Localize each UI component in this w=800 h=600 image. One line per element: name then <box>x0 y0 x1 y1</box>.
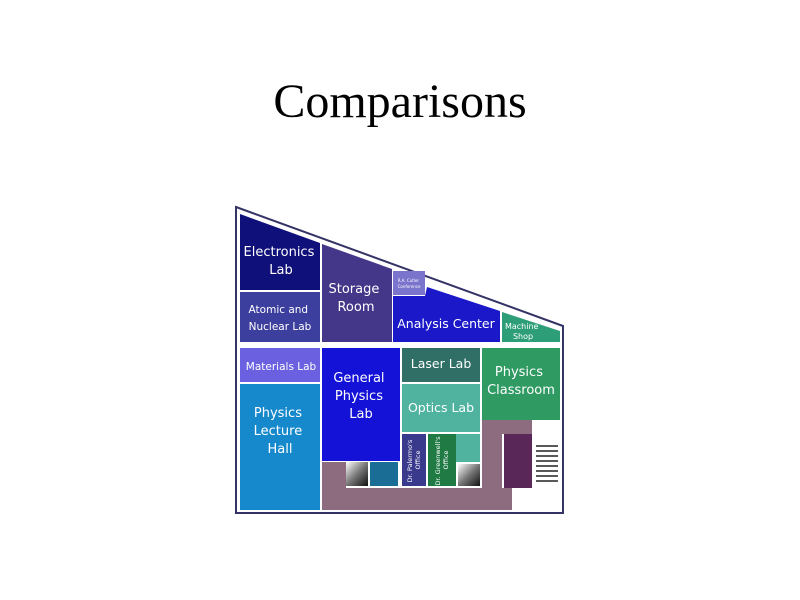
slide-title: Comparisons <box>273 75 527 128</box>
label-office-a: Dr. Palermo's Office <box>406 438 422 483</box>
label-physics-lecture-hall: Physics Lecture Hall <box>254 406 307 457</box>
room-physics-lecture-hall[interactable] <box>240 384 320 510</box>
room-office-b[interactable] <box>428 434 456 486</box>
room-analysis-center[interactable] <box>393 287 500 342</box>
room-small-office[interactable] <box>393 271 425 295</box>
label-general-physics-lab: General Physics Lab <box>333 371 388 422</box>
room-materials-lab[interactable] <box>240 348 320 382</box>
label-atomic-nuclear-lab: Atomic and Nuclear Lab <box>249 304 312 333</box>
stairwell-right <box>458 464 480 486</box>
room-general-physics-lab[interactable] <box>322 348 400 461</box>
label-storage-room: Storage Room <box>328 282 383 315</box>
room-atomic-nuclear-lab[interactable] <box>240 292 320 342</box>
label-optics-lab: Optics Lab <box>408 400 474 415</box>
stairwell-left <box>346 462 368 486</box>
label-laser-lab: Laser Lab <box>411 356 472 371</box>
room-machine-shop[interactable] <box>502 312 560 342</box>
room-optics-lab[interactable] <box>402 384 480 432</box>
label-materials-lab: Materials Lab <box>246 361 317 373</box>
room-laser-lab[interactable] <box>402 348 480 382</box>
hallway <box>322 420 532 510</box>
label-electronics-lab: Electronics Lab <box>244 245 319 278</box>
room-small-storage <box>456 434 480 462</box>
label-physics-classroom: Physics Classroom <box>487 365 555 398</box>
label-machine-shop: Machine Shop <box>505 322 541 341</box>
label-analysis-center: Analysis Center <box>397 316 495 331</box>
room-storage-room[interactable] <box>322 244 392 342</box>
room-dark-storage <box>504 434 532 488</box>
label-small-office: R.A. Cutler Conference <box>398 278 421 289</box>
stairs-right <box>536 445 558 482</box>
room-blue-closet <box>370 462 398 486</box>
room-office-a[interactable] <box>402 434 426 486</box>
label-office-b: Dr. Greenwell's Office <box>434 434 450 485</box>
room-electronics-lab[interactable] <box>240 214 320 290</box>
room-physics-classroom[interactable] <box>482 348 560 420</box>
